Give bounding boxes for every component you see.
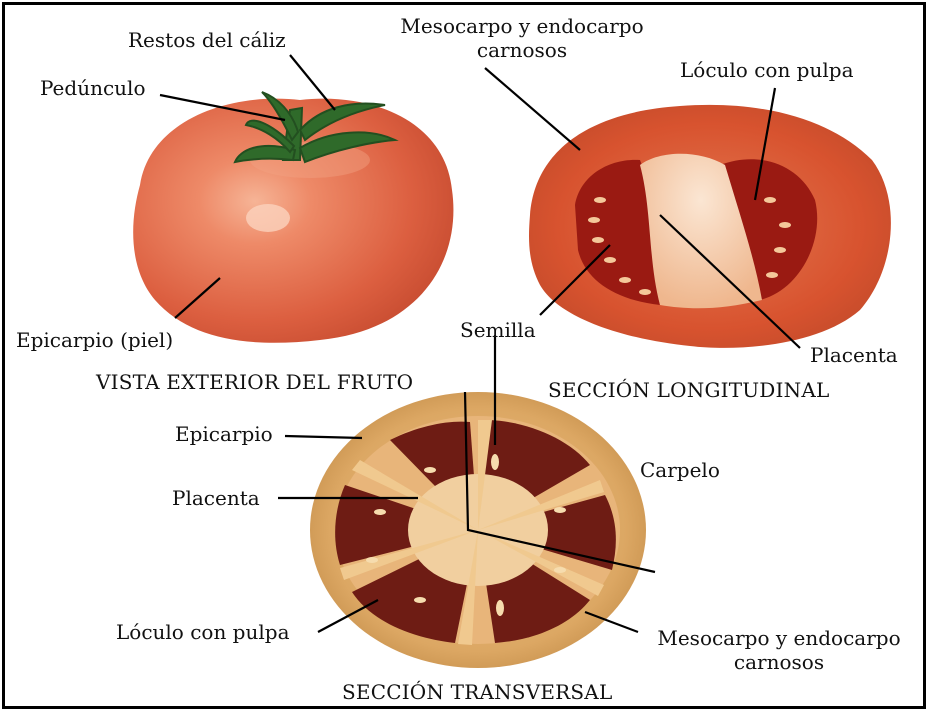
label-peduncle: Pedúnculo (40, 78, 145, 98)
label-carpel: Carpelo (640, 460, 720, 480)
label-mesocarp-longitudinal-line1: Mesocarpo y endocarpo (398, 16, 646, 36)
leader-epicarp-transverse (285, 436, 362, 438)
label-placenta-longitudinal: Placenta (810, 345, 898, 365)
label-locule-longitudinal: Lóculo con pulpa (680, 60, 854, 80)
label-mesocarp-transverse-line2: carnosos (648, 652, 910, 672)
label-mesocarp-transverse-line1: Mesocarpo y endocarpo (648, 628, 910, 648)
label-placenta-transverse: Placenta (172, 488, 260, 508)
caption-transverse: SECCIÓN TRANSVERSAL (342, 682, 612, 702)
transverse-section (310, 392, 646, 668)
label-epicarp-exterior: Epicarpio (piel) (16, 330, 173, 350)
longitudinal-section (529, 105, 891, 348)
label-calyx-remains: Restos del cáliz (128, 30, 286, 50)
label-seed: Semilla (460, 320, 536, 340)
caption-longitudinal: SECCIÓN LONGITUDINAL (548, 380, 829, 400)
label-mesocarp-longitudinal-line2: carnosos (398, 40, 646, 60)
leader-mesocarp-longitudinal (485, 68, 580, 150)
label-epicarp-transverse: Epicarpio (175, 424, 273, 444)
label-locule-transverse: Lóculo con pulpa (116, 622, 290, 642)
caption-exterior: VISTA EXTERIOR DEL FRUTO (96, 372, 413, 392)
